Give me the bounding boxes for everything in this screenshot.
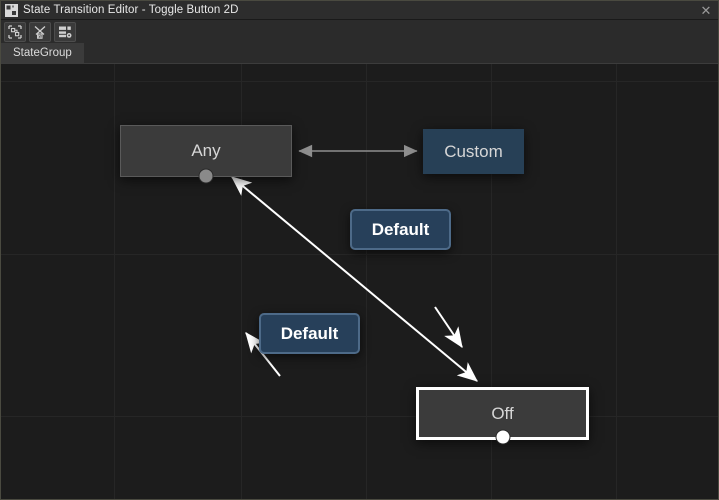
state-node-label: Custom (444, 141, 503, 161)
tab-stategroup[interactable]: StateGroup (1, 43, 84, 63)
state-machine-icon (5, 3, 18, 17)
state-list-icon[interactable] (54, 22, 76, 42)
tab-strip: StateGroup (1, 43, 718, 64)
transition-chip-default-upper[interactable]: Default (350, 209, 451, 250)
tab-label: StateGroup (13, 47, 72, 59)
shuffle-nodes-icon[interactable] (29, 22, 51, 42)
state-node-any[interactable]: Any (120, 125, 292, 184)
state-node-handle-any[interactable] (198, 168, 214, 184)
auto-layout-icon[interactable] (4, 22, 26, 42)
state-node-label: Off (491, 403, 514, 423)
edge-default-upper-stub (434, 306, 463, 348)
state-node-off[interactable]: Off (416, 387, 589, 445)
window-title: State Transition Editor - Toggle Button … (23, 4, 239, 16)
state-node-handle-off[interactable] (495, 429, 510, 445)
toolbar (1, 20, 718, 44)
state-node-custom[interactable]: Custom (423, 129, 524, 174)
transition-chip-label: Default (280, 323, 339, 343)
graph-canvas[interactable]: Any Custom Off Default Default (1, 64, 718, 499)
title-bar: State Transition Editor - Toggle Button … (1, 1, 718, 20)
transition-chip-default-lower[interactable]: Default (259, 313, 360, 354)
transition-chip-label: Default (371, 219, 430, 239)
canvas-grid (1, 64, 718, 499)
state-node-label: Any (191, 141, 221, 160)
transition-edges (231, 144, 478, 382)
close-icon[interactable]: ✕ (700, 2, 712, 18)
